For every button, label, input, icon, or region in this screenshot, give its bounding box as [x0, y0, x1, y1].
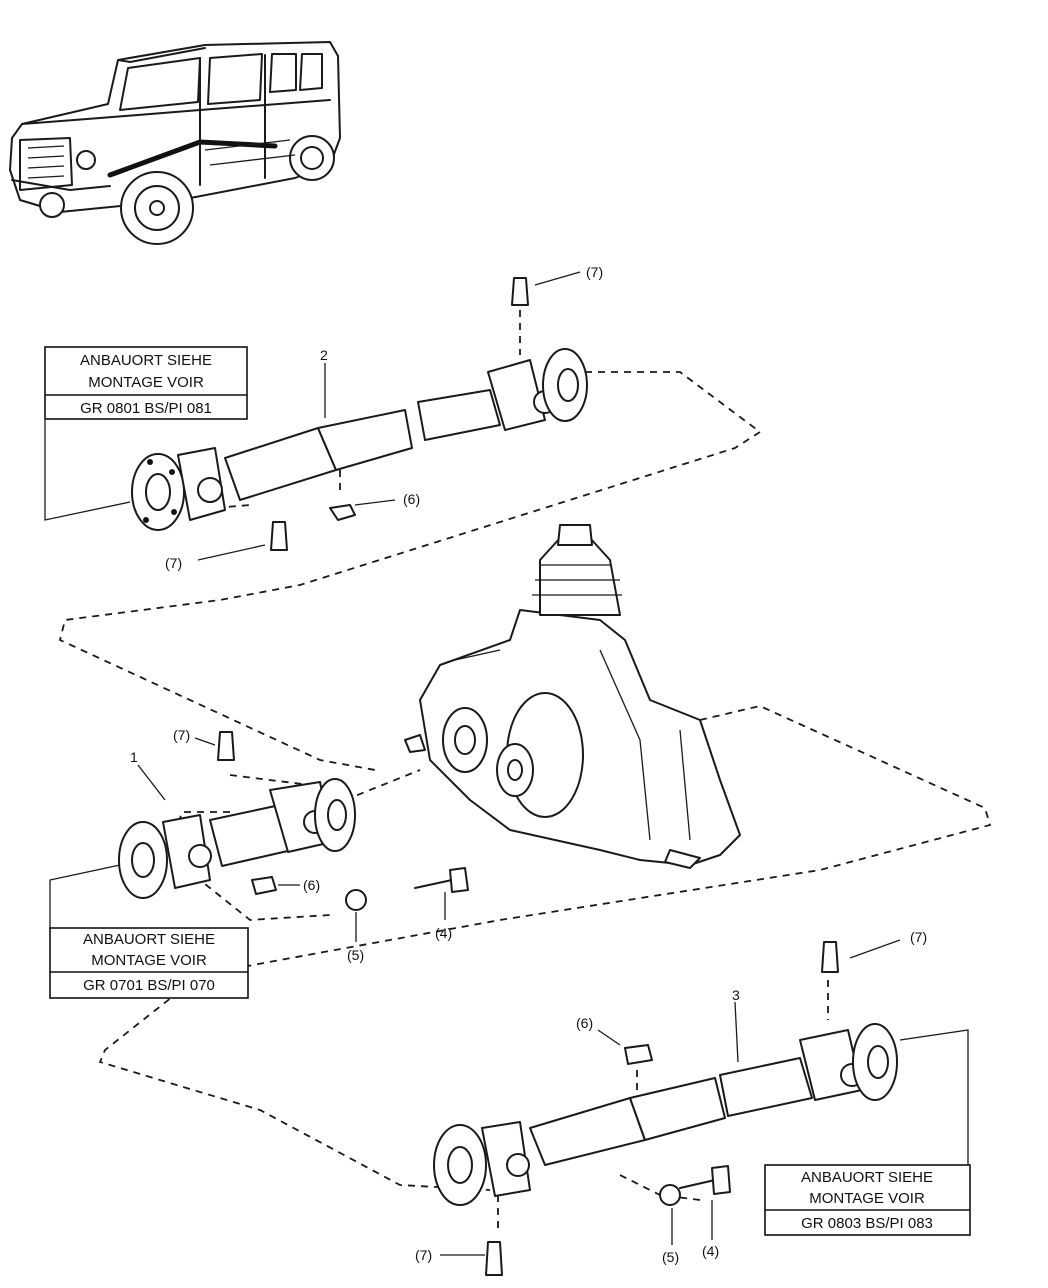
reference-box-0801: ANBAUORT SIEHE MONTAGE VOIR GR 0801 BS/P… [44, 346, 248, 420]
outline-middle [98, 705, 992, 1191]
callout-4: (4) [702, 1243, 719, 1259]
ref-box-line2: MONTAGE VOIR [91, 952, 207, 969]
ref-box-ref: GR 0801 BS/PI 081 [80, 400, 212, 417]
callout-3: 3 [732, 987, 740, 1003]
callout-4: (4) [435, 925, 452, 941]
vehicle-illustration [9, 41, 341, 245]
callout-7: (7) [165, 555, 182, 571]
outline-upper [58, 371, 762, 771]
ref-box-line1: ANBAUORT SIEHE [83, 931, 215, 948]
propeller-shaft-2 [131, 348, 588, 531]
nut-icon [251, 504, 681, 1206]
bolt-icon [414, 867, 731, 1195]
callout-7: (7) [910, 929, 927, 945]
ref-box-line1: ANBAUORT SIEHE [801, 1169, 933, 1186]
callout-2: 2 [320, 347, 328, 363]
ref-box-ref: GR 0701 BS/PI 070 [83, 977, 215, 994]
callout-6: (6) [303, 877, 320, 893]
callout-1: 1 [130, 749, 138, 765]
reference-box-0701: ANBAUORT SIEHE MONTAGE VOIR GR 0701 BS/P… [49, 927, 249, 999]
callout-5: (5) [662, 1249, 679, 1265]
grease-nipple-icon [217, 277, 839, 1276]
callout-7: (7) [173, 727, 190, 743]
callout-6: (6) [403, 491, 420, 507]
ref-box-line2: MONTAGE VOIR [88, 374, 204, 391]
callout-6: (6) [576, 1015, 593, 1031]
propeller-shaft-3 [433, 1023, 898, 1206]
callout-7: (7) [415, 1247, 432, 1263]
callout-5: (5) [347, 947, 364, 963]
reference-box-0803: ANBAUORT SIEHE MONTAGE VOIR GR 0803 BS/P… [764, 1164, 971, 1236]
callout-7: (7) [586, 264, 603, 280]
ref-box-line1: ANBAUORT SIEHE [80, 352, 212, 369]
transfer-case [404, 524, 741, 869]
propeller-shaft-1 [118, 778, 356, 899]
ref-box-line2: MONTAGE VOIR [809, 1190, 925, 1207]
ref-box-ref: GR 0803 BS/PI 083 [801, 1215, 933, 1232]
